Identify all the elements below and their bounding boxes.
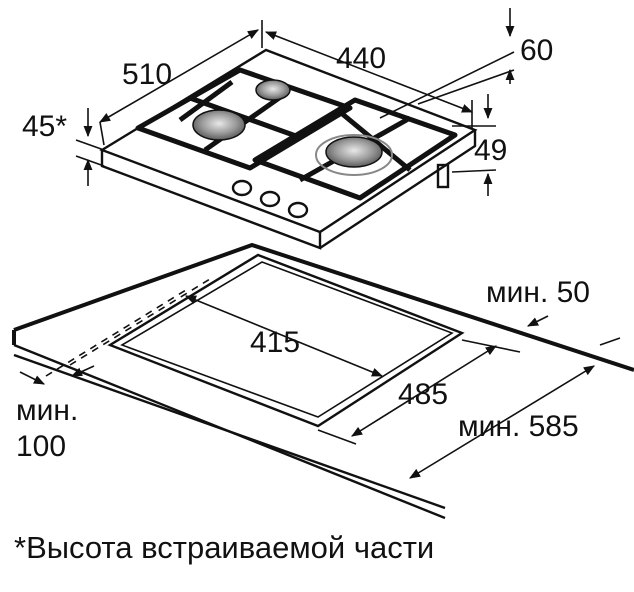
label-offset-60: 60 [520,34,553,67]
label-height-45: 45* [22,110,67,143]
label-cutout-485: 485 [398,378,448,411]
label-width-510: 510 [122,58,172,91]
dimension-lines [19,8,621,479]
label-min-50: мин. 50 [486,276,590,309]
label-min-100-line2: 100 [16,430,66,463]
footnote-caption: *Высота встраиваемой части [14,530,435,565]
label-cutout-415: 415 [250,326,300,359]
label-min-100-line1: мин. [16,394,78,427]
label-height-49: 49 [474,134,507,167]
burner-small-icon [255,79,291,101]
knob-1-icon [231,179,253,197]
knob-3-icon [287,201,309,219]
countertop [12,242,634,520]
burner-large-icon [325,136,383,168]
burner-medium-icon [192,109,246,141]
cutout-opening [45,253,465,428]
label-depth-440: 440 [336,42,386,75]
knob-2-icon [259,190,281,208]
label-min-585: мин. 585 [458,410,579,443]
